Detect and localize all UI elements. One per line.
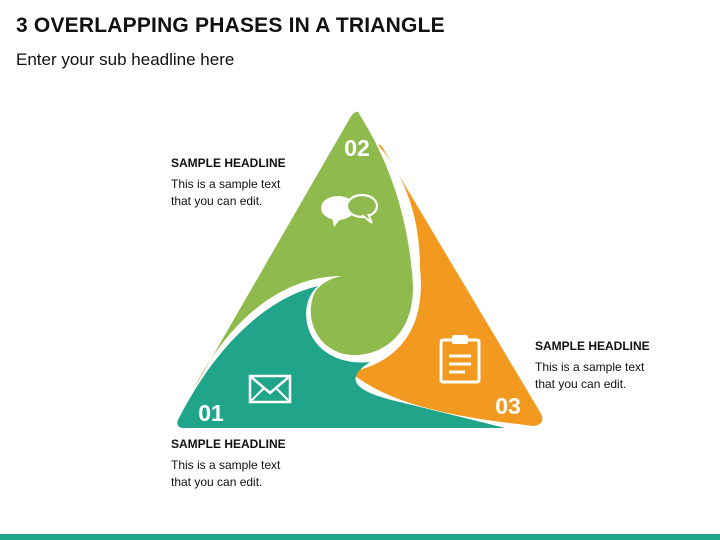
phase-01-number: 01 <box>198 400 224 426</box>
callout-headline: SAMPLE HEADLINE <box>171 156 286 170</box>
phase-03-segment <box>350 144 543 426</box>
slide-title: 3 OVERLAPPING PHASES IN A TRIANGLE <box>16 14 445 37</box>
callout-phase-01: SAMPLE HEADLINE This is a sample text th… <box>171 437 341 491</box>
footer-bar <box>0 534 720 540</box>
phase-02-number: 02 <box>344 135 370 161</box>
callout-text-line: that you can edit. <box>535 377 627 391</box>
callout-text-line: This is a sample text <box>171 177 281 191</box>
callout-text-line: This is a sample text <box>171 458 281 472</box>
callout-phase-03: SAMPLE HEADLINE This is a sample text th… <box>535 339 705 393</box>
callout-headline: SAMPLE HEADLINE <box>535 339 650 353</box>
phase-02-segment <box>192 111 414 392</box>
phase-03-number: 03 <box>495 393 521 419</box>
callout-text-line: This is a sample text <box>535 360 645 374</box>
speech-bubbles-icon <box>321 193 379 227</box>
clipboard-icon <box>439 335 481 384</box>
envelope-icon <box>248 374 292 404</box>
callout-phase-02: SAMPLE HEADLINE This is a sample text th… <box>171 156 341 210</box>
callout-text-line: that you can edit. <box>171 194 263 208</box>
slide-subtitle: Enter your sub headline here <box>16 50 235 69</box>
callout-text-line: that you can edit. <box>171 475 263 489</box>
callout-headline: SAMPLE HEADLINE <box>171 437 286 451</box>
